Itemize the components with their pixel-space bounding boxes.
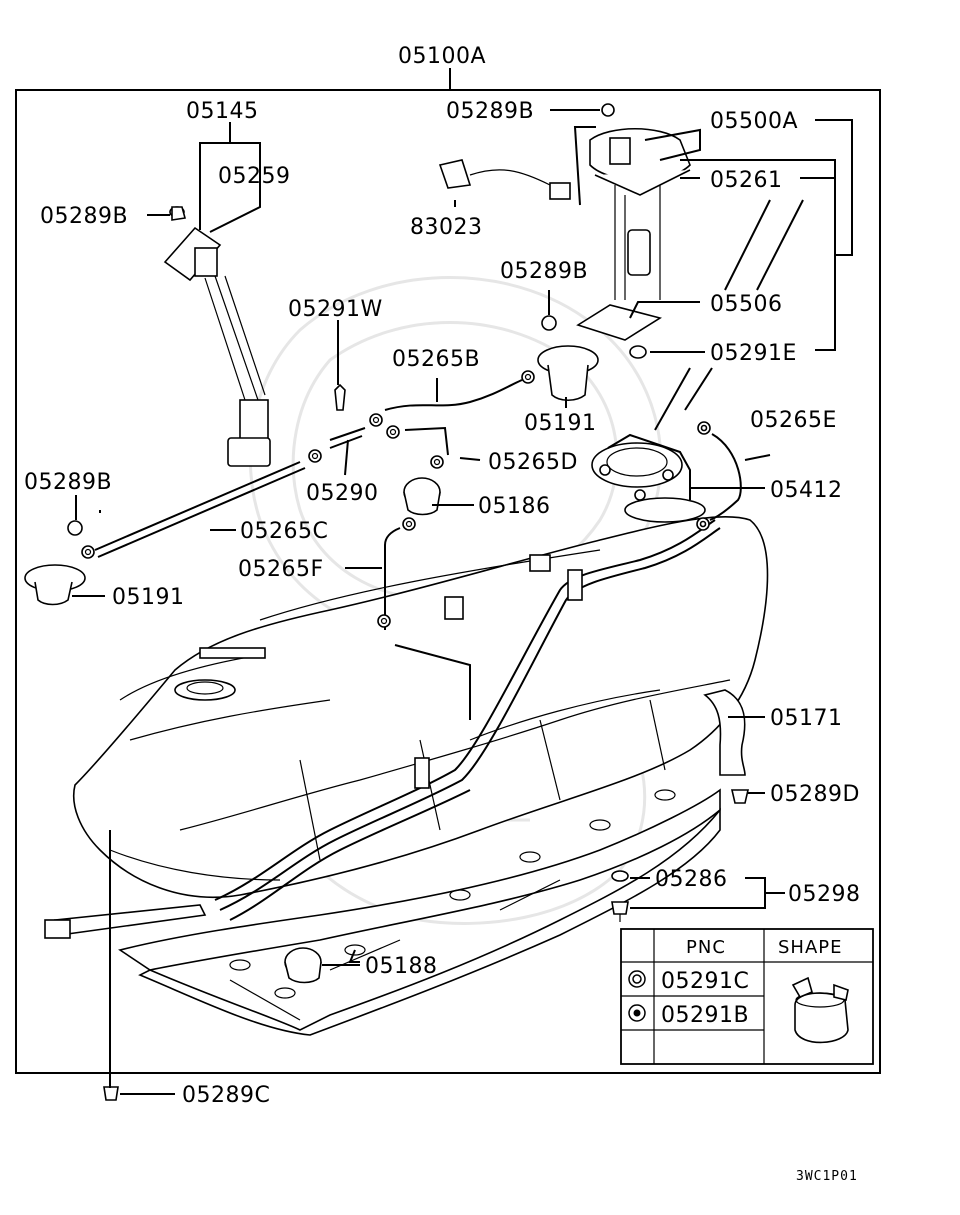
label-05188: 05188	[365, 954, 438, 979]
label-05289c: 05289C	[182, 1083, 270, 1108]
label-05191-upper: 05191	[524, 411, 597, 436]
label-05186: 05186	[478, 494, 551, 519]
label-05265e: 05265E	[750, 408, 837, 433]
label-05191-lower: 05191	[112, 585, 185, 610]
label-05265b: 05265B	[392, 347, 480, 372]
tank-protector	[118, 788, 721, 1036]
label-05506: 05506	[710, 292, 783, 317]
label-05265f: 05265F	[238, 557, 324, 582]
label-05259: 05259	[218, 164, 291, 189]
legend-header-shape: SHAPE	[778, 937, 843, 958]
part-labels: 05145 05259 05289B 05289B 83023 05500A 0…	[24, 99, 861, 1108]
label-05500a: 05500A	[710, 109, 798, 134]
label-05298: 05298	[788, 882, 861, 907]
label-05289b-top: 05289B	[446, 99, 534, 124]
label-05286: 05286	[655, 867, 728, 892]
label-05291e: 05291E	[710, 341, 797, 366]
label-83023: 83023	[410, 215, 483, 240]
fuel-pump-module	[438, 103, 701, 359]
legend-table: PNC SHAPE 05291C 05291B	[620, 928, 874, 1065]
label-05289b-mid: 05289B	[500, 259, 588, 284]
hose-clamp-icon	[791, 976, 849, 1044]
label-05290: 05290	[306, 481, 379, 506]
double-ring-icon	[628, 970, 646, 988]
label-05261: 05261	[710, 168, 783, 193]
label-05289b-lower: 05289B	[24, 470, 112, 495]
fuel-tank	[73, 442, 769, 899]
fuel-lines	[44, 519, 721, 939]
label-05265c: 05265C	[240, 519, 328, 544]
small-parts	[24, 206, 750, 1101]
legend-row1-pnc: 05291C	[661, 969, 749, 994]
label-05171: 05171	[770, 706, 843, 731]
label-05265d: 05265D	[488, 450, 578, 475]
label-05289d: 05289D	[770, 782, 860, 807]
label-05145: 05145	[186, 99, 259, 124]
gauge-unit	[163, 206, 271, 467]
legend-header-pnc: PNC	[686, 937, 726, 958]
label-05291w: 05291W	[288, 297, 383, 322]
label-05289b-left: 05289B	[40, 204, 128, 229]
ring-dot-icon	[628, 1004, 646, 1022]
footer-code: 3WC1P01	[796, 1169, 858, 1184]
label-05100a: 05100A	[398, 44, 486, 69]
assembly-frame	[15, 89, 881, 1074]
label-05412: 05412	[770, 478, 843, 503]
leader-lines	[72, 109, 853, 1095]
legend-row2-pnc: 05291B	[661, 1003, 749, 1028]
